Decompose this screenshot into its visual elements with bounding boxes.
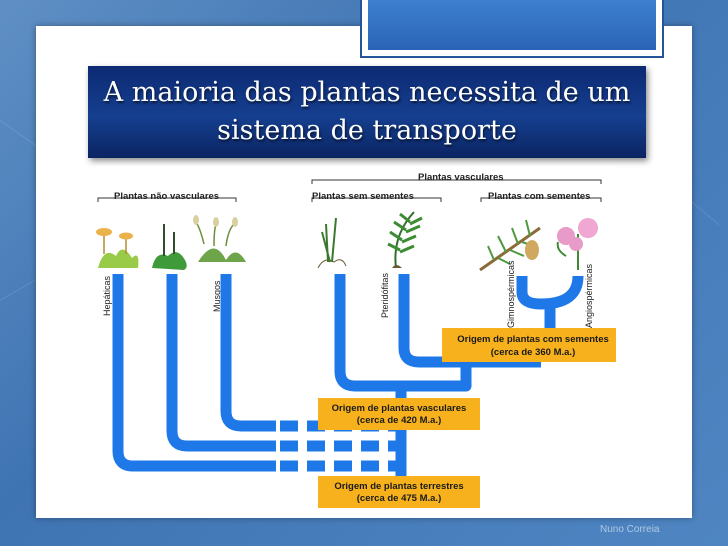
conifer-illustration xyxy=(479,219,541,272)
branch-vascular-join xyxy=(401,362,472,392)
bracket-seed xyxy=(480,197,602,202)
phylogeny-diagram: Plantas vasculares Plantas não vasculare… xyxy=(96,166,624,516)
background-line xyxy=(689,200,720,226)
taxon-hepaticas: Hepáticas xyxy=(102,275,112,316)
group-seedless: Plantas sem sementes xyxy=(312,191,414,202)
slide-title-box: A maioria das plantas necessita de um si… xyxy=(88,66,646,158)
branch-hornworts xyxy=(166,274,276,452)
moss-illustration xyxy=(193,215,246,262)
origin-seeds-box xyxy=(442,328,624,362)
psilotum-illustration xyxy=(317,217,347,269)
phylogeny-svg: Plantas vasculares Plantas não vasculare… xyxy=(96,172,624,508)
origin-vascular-line-2: (cerca de 420 M.a.) xyxy=(357,415,442,426)
slide-title-line-1: A maioria das plantas necessita de um xyxy=(103,77,631,108)
branch-musgos xyxy=(220,274,276,432)
footer-credit: Nuno Correia xyxy=(600,524,660,535)
header-vascular: Plantas vasculares xyxy=(418,172,504,183)
origin-terrestrial-box xyxy=(318,476,480,508)
top-tab-decoration xyxy=(360,0,664,58)
top-tab-fill xyxy=(368,0,656,50)
hornwort-illustration xyxy=(152,224,187,270)
taxon-gimnospermicas: Gimnospérmicas xyxy=(506,260,516,328)
origin-terrestrial-line-2: (cerca de 475 M.a.) xyxy=(357,493,442,504)
flower-illustration xyxy=(556,218,598,270)
liverwort-illustration xyxy=(96,228,139,268)
branch-pteridofitas xyxy=(398,274,541,368)
branch-hepaticas xyxy=(112,274,276,472)
branch-seed-fork xyxy=(516,275,584,310)
origin-seeds-line-1: Origem de plantas com sementes xyxy=(457,334,609,345)
branch-psilotum xyxy=(334,274,401,392)
taxon-angiospermicas: Angiospérmicas xyxy=(584,263,594,328)
bracket-seedless xyxy=(311,197,442,202)
origin-vascular-line-1: Origem de plantas vasculares xyxy=(332,403,467,414)
origin-vascular-box xyxy=(318,398,480,430)
taxon-pteridofitas: Pteridófitas xyxy=(380,272,390,318)
origin-terrestrial-line-1: Origem de plantas terrestres xyxy=(334,481,463,492)
origin-seeds-line-2: (cerca de 360 M.a.) xyxy=(491,347,576,358)
group-seed: Plantas com sementes xyxy=(488,191,590,202)
bracket-nonvascular xyxy=(97,197,237,202)
bracket-vascular xyxy=(311,179,602,184)
fern-illustration xyxy=(387,211,423,269)
group-nonvascular: Plantas não vasculares xyxy=(114,191,219,202)
taxon-musgos: Musgos xyxy=(212,280,222,312)
slide-title: A maioria das plantas necessita de um si… xyxy=(104,74,631,150)
slide-title-line-2: sistema de transporte xyxy=(217,115,517,146)
